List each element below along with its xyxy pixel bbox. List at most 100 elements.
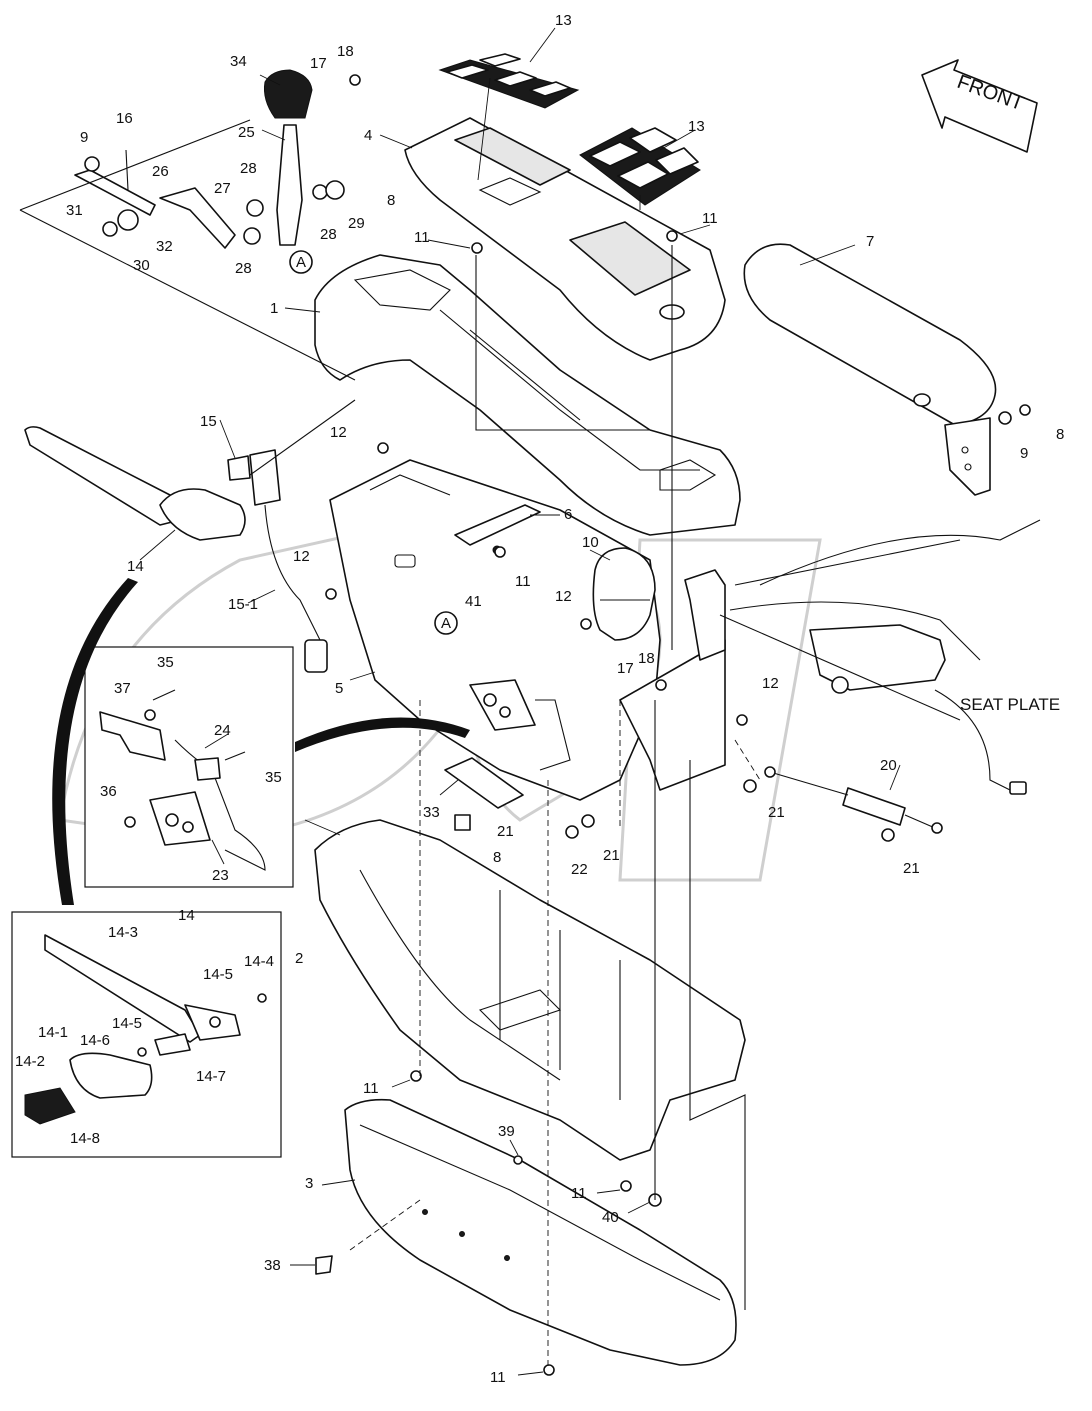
svg-text:A: A bbox=[296, 254, 306, 271]
callout-8c: 8 bbox=[493, 849, 501, 866]
callout-12d: 12 bbox=[762, 675, 779, 692]
callout-26: 26 bbox=[152, 163, 169, 180]
callout-4: 4 bbox=[364, 127, 372, 144]
callout-32: 32 bbox=[156, 238, 173, 255]
callout-17a: 17 bbox=[310, 55, 327, 72]
callout-11e: 11 bbox=[571, 1185, 587, 1202]
callout-20: 20 bbox=[880, 757, 897, 774]
callout-15-1: 15-1 bbox=[228, 596, 258, 613]
detail-box-lock bbox=[84, 646, 294, 888]
callout-14-3: 14-3 bbox=[108, 924, 138, 941]
linkage-assembly bbox=[74, 69, 345, 249]
plate-part33 bbox=[444, 757, 524, 809]
callout-13a: 13 bbox=[555, 12, 572, 29]
callout-21b: 21 bbox=[497, 823, 514, 840]
leader-lines bbox=[139, 27, 901, 1376]
callout-22: 22 bbox=[571, 861, 588, 878]
callout-21d: 21 bbox=[903, 860, 920, 877]
callout-21c: 21 bbox=[603, 847, 620, 864]
callout-18a: 18 bbox=[337, 43, 354, 60]
console-cover-part4 bbox=[404, 117, 726, 361]
callout-40: 40 bbox=[602, 1209, 619, 1226]
callout-12a: 12 bbox=[330, 424, 347, 441]
armrest-part7 bbox=[743, 243, 997, 496]
callout-14a: 14 bbox=[127, 558, 144, 575]
fastener-icons bbox=[315, 74, 1031, 1376]
callout-14b: 14 bbox=[178, 907, 195, 924]
callout-30: 30 bbox=[133, 257, 150, 274]
callout-12b: 12 bbox=[293, 548, 310, 565]
ref-a-marker-2: A bbox=[434, 611, 458, 635]
callout-14-4: 14-4 bbox=[244, 953, 274, 970]
bracket-part23 bbox=[469, 679, 571, 771]
callout-14-5b: 14-5 bbox=[112, 1015, 142, 1032]
callout-11d: 11 bbox=[363, 1080, 379, 1097]
callout-14-7: 14-7 bbox=[196, 1068, 226, 1085]
switch-part15 bbox=[227, 449, 328, 673]
callout-37: 37 bbox=[114, 680, 131, 697]
callout-28b: 28 bbox=[320, 226, 337, 243]
callout-14-5a: 14-5 bbox=[203, 966, 233, 983]
callout-34: 34 bbox=[230, 53, 247, 70]
callout-38: 38 bbox=[264, 1257, 281, 1274]
console-main-part1 bbox=[314, 254, 741, 536]
callout-11c: 11 bbox=[515, 573, 531, 590]
callout-14-6: 14-6 bbox=[80, 1032, 110, 1049]
callout-41: 41 bbox=[465, 593, 482, 610]
callout-28c: 28 bbox=[235, 260, 252, 277]
callout-14-2: 14-2 bbox=[15, 1053, 45, 1070]
callout-25: 25 bbox=[238, 124, 255, 141]
lever-part14 bbox=[24, 426, 246, 541]
gas-spring-part20 bbox=[764, 766, 943, 834]
callout-8b: 8 bbox=[1056, 426, 1064, 443]
callout-35b: 35 bbox=[265, 769, 282, 786]
side-cover-part3 bbox=[344, 1098, 737, 1366]
callout-13b: 13 bbox=[688, 118, 705, 135]
callout-27: 27 bbox=[214, 180, 231, 197]
part-number-labels: 13 13 34 17 18 4 16 9 25 28 26 27 8 29 2… bbox=[15, 12, 1064, 1386]
front-arrow-icon: FRONT bbox=[921, 59, 1038, 153]
callout-36: 36 bbox=[100, 783, 117, 800]
callout-21a: 21 bbox=[768, 804, 785, 821]
callout-9a: 9 bbox=[80, 129, 88, 146]
callout-15: 15 bbox=[200, 413, 217, 430]
callout-7: 7 bbox=[866, 233, 874, 250]
callout-5: 5 bbox=[335, 680, 343, 697]
callout-16: 16 bbox=[116, 110, 133, 127]
callout-23: 23 bbox=[212, 867, 229, 884]
callout-9b: 9 bbox=[1020, 445, 1028, 462]
callout-29: 29 bbox=[348, 215, 365, 232]
callout-17b: 17 bbox=[617, 660, 634, 677]
svg-text:A: A bbox=[441, 615, 451, 632]
callout-39: 39 bbox=[498, 1123, 515, 1140]
lower-console-part2 bbox=[314, 819, 746, 1161]
switch-pad-upper bbox=[438, 53, 580, 109]
callout-8a: 8 bbox=[387, 192, 395, 209]
frame-part5 bbox=[329, 459, 726, 801]
detail-box-lever bbox=[11, 911, 282, 1158]
callout-3: 3 bbox=[305, 1175, 313, 1192]
callout-35a: 35 bbox=[157, 654, 174, 671]
ref-a-marker-1: A bbox=[289, 250, 313, 274]
callout-6: 6 bbox=[564, 506, 572, 523]
callout-14-1: 14-1 bbox=[38, 1024, 68, 1041]
callout-14-8: 14-8 bbox=[70, 1130, 100, 1147]
callout-24: 24 bbox=[214, 722, 231, 739]
seat-plate-label: SEAT PLATE bbox=[960, 695, 1060, 714]
callout-18b: 18 bbox=[638, 650, 655, 667]
callout-31: 31 bbox=[66, 202, 83, 219]
callout-11b: 11 bbox=[702, 210, 718, 227]
exploded-lines bbox=[19, 119, 961, 1370]
callout-10: 10 bbox=[582, 534, 599, 551]
detail-callout-arcs bbox=[52, 578, 470, 905]
callout-12c: 12 bbox=[555, 588, 572, 605]
callout-28a: 28 bbox=[240, 160, 257, 177]
seat-plate-assembly bbox=[729, 519, 1041, 795]
callout-11a: 11 bbox=[414, 229, 430, 246]
switch-pad-right bbox=[579, 127, 701, 206]
callout-11f: 11 bbox=[490, 1369, 506, 1386]
callout-2: 2 bbox=[295, 950, 303, 967]
callout-1: 1 bbox=[270, 300, 278, 317]
knob-part10 bbox=[592, 547, 656, 641]
